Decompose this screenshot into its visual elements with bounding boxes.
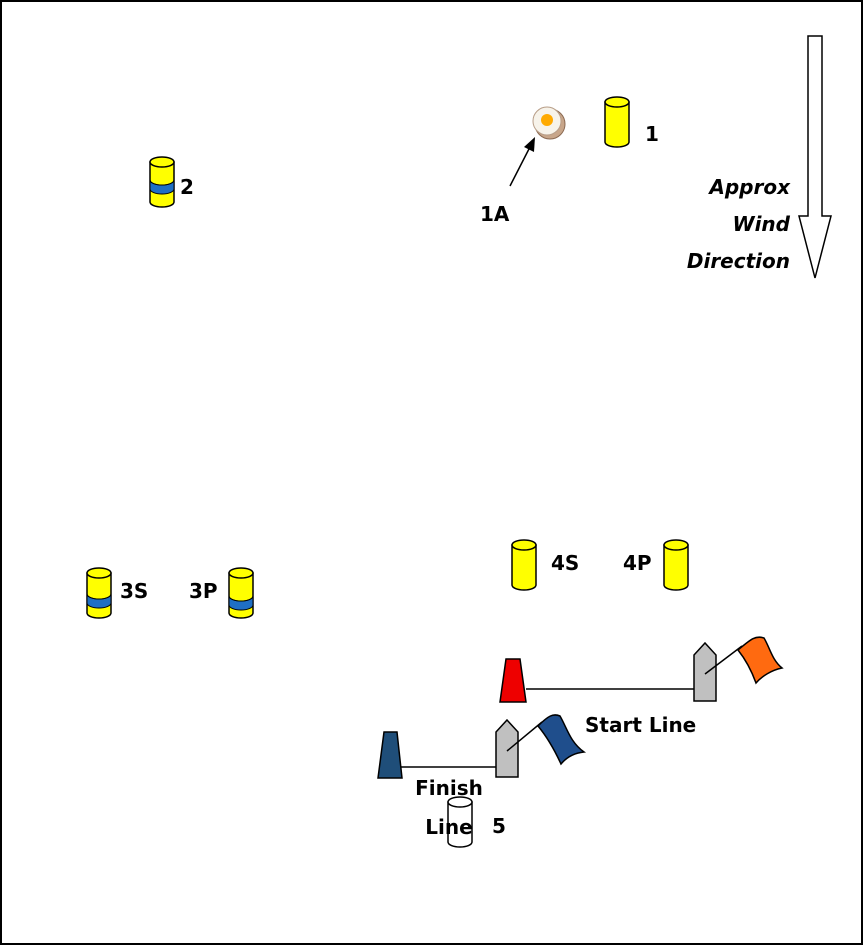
finish-line-label-2: Line — [425, 815, 472, 839]
mark-1a-inflatable — [532, 106, 566, 140]
mark-3p-label: 3P — [189, 579, 218, 603]
start-committee-boat-icon — [693, 641, 743, 702]
mark-2-buoy — [149, 156, 175, 208]
wind-direction-arrow — [798, 35, 832, 279]
finish-flag-blue-icon — [536, 714, 587, 766]
mark-3p-buoy — [228, 567, 254, 619]
mark-5-buoy — [447, 796, 473, 848]
wind-label-wind: Wind — [733, 212, 791, 236]
mark-4p-label: 4P — [623, 551, 652, 575]
mark-4p-buoy — [663, 539, 689, 591]
start-flag-orange-icon — [736, 636, 784, 685]
mark-1-buoy — [604, 96, 630, 148]
finish-committee-boat-icon — [495, 718, 543, 778]
mark-1a-label: 1A — [480, 202, 510, 226]
wind-label-approx: Approx — [707, 175, 791, 199]
start-line-label: Start Line — [585, 713, 696, 737]
mark-4s-buoy — [511, 539, 537, 591]
mark-1a-pointer — [509, 144, 532, 187]
mark-3s-buoy — [86, 567, 112, 619]
mark-4s-label: 4S — [551, 551, 579, 575]
mark-2-label: 2 — [180, 175, 194, 199]
mark-1-label: 1 — [645, 122, 659, 146]
finish-pin-navy-icon — [377, 731, 403, 779]
mark-5-label: 5 — [492, 814, 506, 838]
wind-label-direction: Direction — [687, 249, 790, 273]
mark-1a-pointer-head — [524, 137, 535, 152]
finish-line-label-1: Finish — [415, 776, 483, 800]
mark-3s-label: 3S — [120, 579, 148, 603]
start-pin-red-icon — [499, 658, 527, 703]
